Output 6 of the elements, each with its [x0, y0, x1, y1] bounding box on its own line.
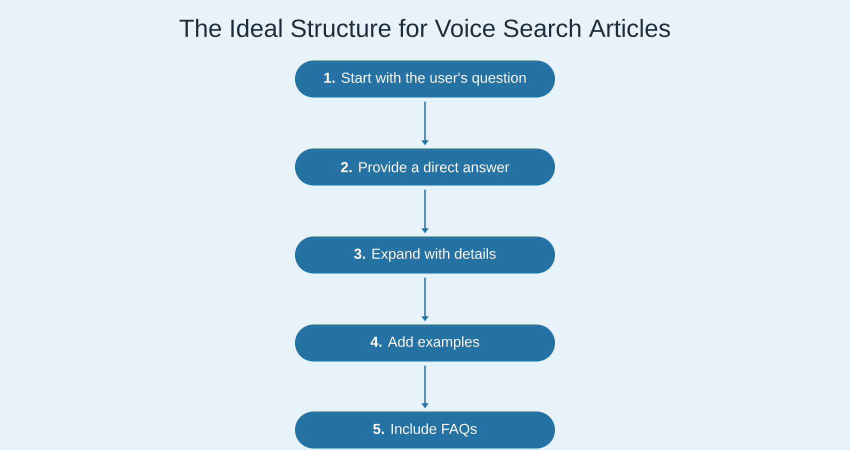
- title: The Ideal Structure for Voice Search Articles: [180, 18, 670, 38]
- step-box: 4. Add examples: [295, 324, 555, 362]
- step-box: 5. Include FAQs: [295, 412, 555, 448]
- step-box: 2. Provide a direct answer: [295, 148, 555, 186]
- step-box: 3. Expand with details: [295, 236, 555, 274]
- step-box: 1. Start with the user's question: [295, 60, 555, 98]
